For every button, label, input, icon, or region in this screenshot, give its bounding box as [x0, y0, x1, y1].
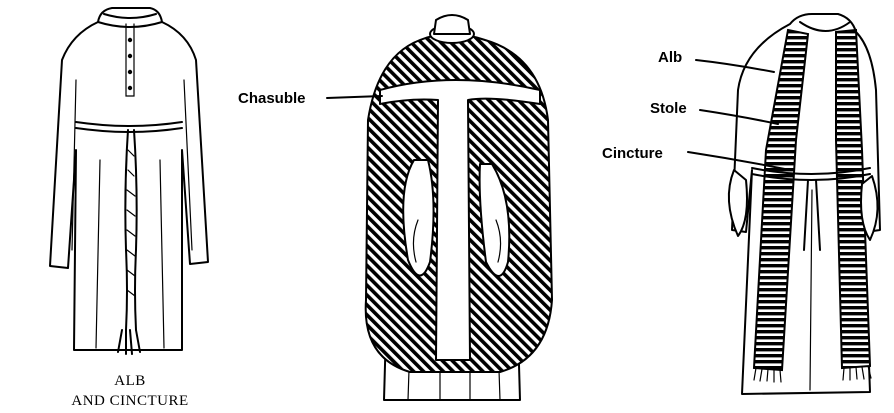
- alb-label: Alb: [658, 49, 682, 66]
- alb-and-cincture-figure: ALB AND CINCTURE: [50, 8, 208, 409]
- stole-label: Stole: [650, 100, 687, 117]
- chasuble-figure: Chasuble: [238, 15, 552, 400]
- alb-caption-line-1: ALB: [114, 373, 146, 389]
- alb-caption-line-2: AND CINCTURE: [71, 393, 188, 409]
- cincture-label: Cincture: [602, 145, 663, 162]
- chasuble-label: Chasuble: [238, 90, 306, 107]
- alb-stole-cincture-figure: Alb Stole Cincture: [602, 14, 880, 394]
